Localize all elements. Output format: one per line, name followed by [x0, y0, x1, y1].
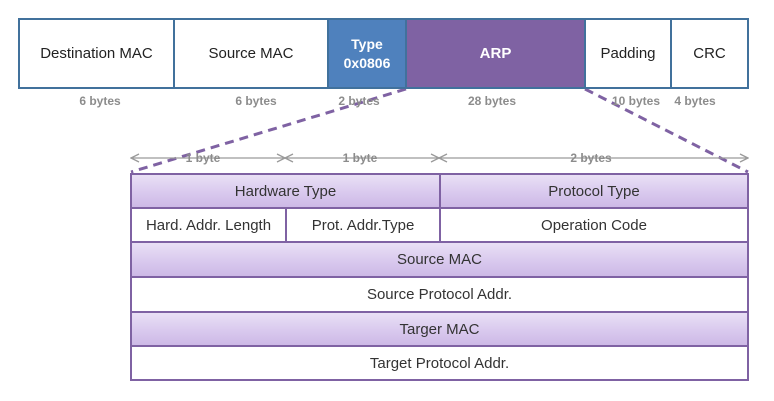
frame-field-destination-mac: Destination MAC: [18, 18, 175, 89]
arp-field-protocol-type: Protocol Type: [439, 173, 749, 209]
frame-field-crc: CRC: [670, 18, 749, 89]
arp-field-source-protocol-addr: Source Protocol Addr.: [130, 276, 749, 313]
width-label: 1 byte: [185, 151, 221, 165]
arp-field-label: Target Protocol Addr.: [369, 354, 510, 372]
arp-field-label: Prot. Addr.Type: [311, 216, 415, 234]
frame-field-label: Destination MAC: [40, 45, 153, 62]
arp-field-label: Operation Code: [541, 216, 647, 234]
arp-field-hardware-type: Hardware Type: [130, 173, 441, 209]
arp-field-hard-addr-length: Hard. Addr. Length: [130, 207, 287, 243]
frame-field-label: ARP: [479, 45, 512, 62]
frame-size-label: 10 bytes: [611, 94, 661, 108]
arp-field-label: Source MAC: [396, 251, 483, 268]
frame-size-label: 6 bytes: [79, 94, 121, 108]
arp-field-label: Protocol Type: [548, 182, 640, 200]
frame-field-label: Type: [351, 35, 383, 52]
arp-field-source-mac: Source MAC: [130, 241, 749, 278]
frame-field-label: CRC: [693, 45, 726, 62]
frame-field-source-mac: Source MAC: [173, 18, 329, 89]
frame-size-label: 28 bytes: [467, 94, 517, 108]
frame-size-label: 4 bytes: [674, 94, 716, 108]
frame-size-label: 2 bytes: [338, 94, 380, 108]
arp-field-target-mac: Targer MAC: [130, 311, 749, 347]
arp-field-target-protocol-addr: Target Protocol Addr.: [130, 345, 749, 381]
arp-field-label: Hard. Addr. Length: [145, 216, 272, 234]
frame-field-padding: Padding: [584, 18, 672, 89]
arp-field-prot-addr-type: Prot. Addr.Type: [285, 207, 441, 243]
frame-field-arp: ARP: [405, 18, 586, 89]
arp-field-operation-code: Operation Code: [439, 207, 749, 243]
width-label: 1 byte: [342, 151, 378, 165]
frame-field-label: Source MAC: [208, 45, 294, 62]
arp-field-label: Hardware Type: [234, 182, 337, 200]
arp-field-label: Targer MAC: [399, 320, 480, 338]
frame-field-type: Type 0x0806: [327, 18, 407, 89]
frame-field-label: Padding: [600, 45, 656, 62]
width-label: 2 bytes: [570, 151, 612, 165]
frame-field-sublabel: 0x0806: [343, 54, 391, 71]
arp-field-label: Source Protocol Addr.: [366, 286, 513, 303]
frame-size-label: 6 bytes: [235, 94, 277, 108]
